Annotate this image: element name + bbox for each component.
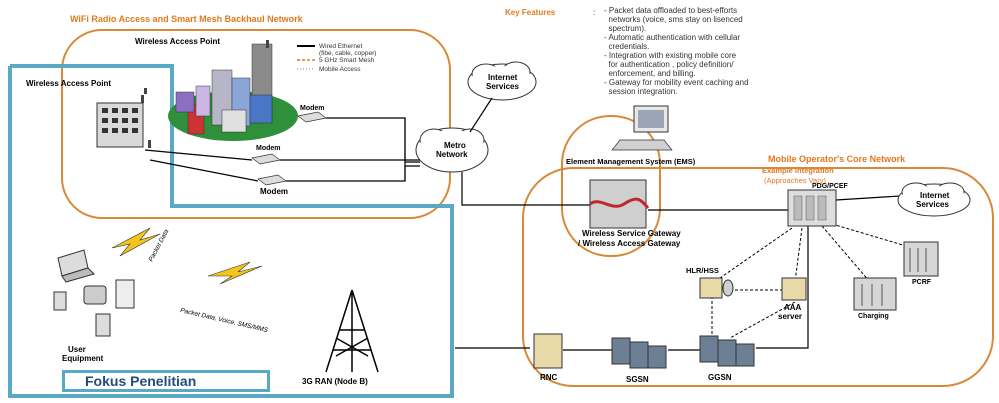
internet-left-label-1: Internet	[488, 73, 518, 82]
key-feature-line: networks (voice, sms stay on lisenced	[604, 15, 743, 24]
pdg-server	[787, 189, 837, 227]
ggsn-label: GGSN	[708, 373, 732, 382]
modem-3	[257, 174, 287, 186]
metro-label-1: Metro	[444, 141, 466, 150]
ems-screen	[638, 110, 664, 128]
wifi-area-border	[61, 29, 451, 219]
core-title: Mobile Operator's Core Network	[768, 154, 906, 164]
internet-left-label-2: Services	[486, 82, 519, 91]
modem-2	[251, 153, 281, 165]
lightning-voice	[207, 261, 263, 285]
internet-cloud-left	[467, 61, 537, 101]
ran-tower	[325, 289, 379, 373]
focus-label-box: Fokus Penelitian	[62, 370, 270, 392]
modem-3-label: Modem	[260, 187, 288, 196]
core-area-border	[522, 167, 994, 387]
modem-1-label: Modem	[300, 105, 325, 112]
key-feature-line: spectrum).	[604, 24, 647, 33]
key-feature-line: - Packet data offloaded to best-efforts	[604, 6, 738, 15]
ems-keyboard	[611, 139, 673, 151]
metro-internet-link	[469, 97, 493, 133]
focus-frame	[8, 64, 454, 398]
hlr-label: HLR/HSS	[686, 266, 719, 275]
key-features-list: - Packet data offloaded to best-efforts …	[604, 6, 749, 96]
building	[175, 91, 195, 113]
aaa-label-2: server	[778, 312, 802, 321]
pcrf-server	[903, 241, 939, 277]
key-features-colon: :	[593, 8, 595, 17]
wsg-label-2: / Wireless Access Gateway	[578, 239, 681, 248]
key-feature-line: - Gateway for mobility event caching and	[604, 78, 749, 87]
legend-wired: Wired Ethernet	[319, 43, 363, 50]
key-feature-line: for authentication , policy definition/	[604, 60, 734, 69]
wap-top-label: Wireless Access Point	[135, 37, 220, 46]
building	[195, 85, 211, 117]
user-label-2: Equipment	[62, 354, 104, 363]
key-feature-line: credentials.	[604, 42, 650, 51]
internet-cloud-right	[897, 182, 971, 217]
wsg-label-1: Wireless Service Gateway	[582, 229, 681, 238]
aaa-label-1: AAA	[784, 303, 802, 312]
modem-2-label: Modem	[256, 145, 281, 152]
charging-server	[853, 277, 897, 311]
lightning-packet-data	[111, 227, 161, 257]
building	[249, 94, 273, 124]
key-feature-line: - Automatic authentication with cellular	[604, 33, 741, 42]
core-sub-2: (Approaches Vary)	[764, 176, 826, 185]
core-links	[455, 195, 901, 351]
sgsn-label: SGSN	[626, 375, 649, 384]
ran-label: 3G RAN (Node B)	[302, 377, 368, 386]
wap-left-label: Wireless Access Point	[26, 79, 111, 88]
legend-mobile: Mobile Access	[319, 66, 361, 73]
key-features-label: Key Features	[505, 8, 556, 17]
internet-right-label-2: Services	[916, 200, 949, 209]
building	[221, 109, 247, 133]
key-feature-line: enforcement, and billing.	[604, 69, 696, 78]
metro-cloud	[415, 127, 489, 173]
wifi-title: WiFi Radio Access and Smart Mesh Backhau…	[70, 14, 304, 24]
wifi-wired-links	[144, 117, 420, 182]
key-feature-line: - Integration with existing mobile core	[604, 51, 737, 60]
metro-gateway-link	[461, 172, 592, 206]
legend-wired-detail: (fibe, cable, copper)	[319, 50, 376, 57]
rnc-label: RNC	[540, 373, 558, 382]
key-feature-line: session integration.	[604, 87, 678, 96]
ems-label: Element Management System (EMS)	[566, 157, 696, 166]
modem-1	[297, 111, 327, 123]
internet-right-label-1: Internet	[920, 191, 950, 200]
aaa-server	[781, 277, 807, 301]
packet-voice-label: Packet Data, Voice, SMS/MMS	[180, 307, 270, 334]
gateway-server	[589, 179, 647, 229]
user-label-1: User	[68, 345, 86, 354]
core-dashed-links	[711, 223, 914, 339]
rnc-server	[533, 333, 563, 369]
ggsn-server	[699, 335, 755, 367]
sgsn-server	[611, 337, 667, 369]
focus-label: Fokus Penelitian	[85, 373, 197, 389]
legend-mesh: 5 GHz Smart Mesh	[319, 57, 375, 64]
pcrf-label: PCRF	[912, 279, 932, 286]
packet-data-label: Packet Data	[148, 228, 171, 263]
user-devices	[53, 249, 135, 337]
metro-label-2: Network	[436, 150, 468, 159]
core-sub-1: Example Integration	[762, 166, 834, 175]
gateway-arrow	[589, 197, 650, 209]
charging-label: Charging	[858, 313, 889, 320]
gateway-pill-border	[561, 115, 661, 257]
hlr-hss-server	[699, 277, 734, 299]
pdg-label: PDG/PCEF	[812, 183, 849, 190]
